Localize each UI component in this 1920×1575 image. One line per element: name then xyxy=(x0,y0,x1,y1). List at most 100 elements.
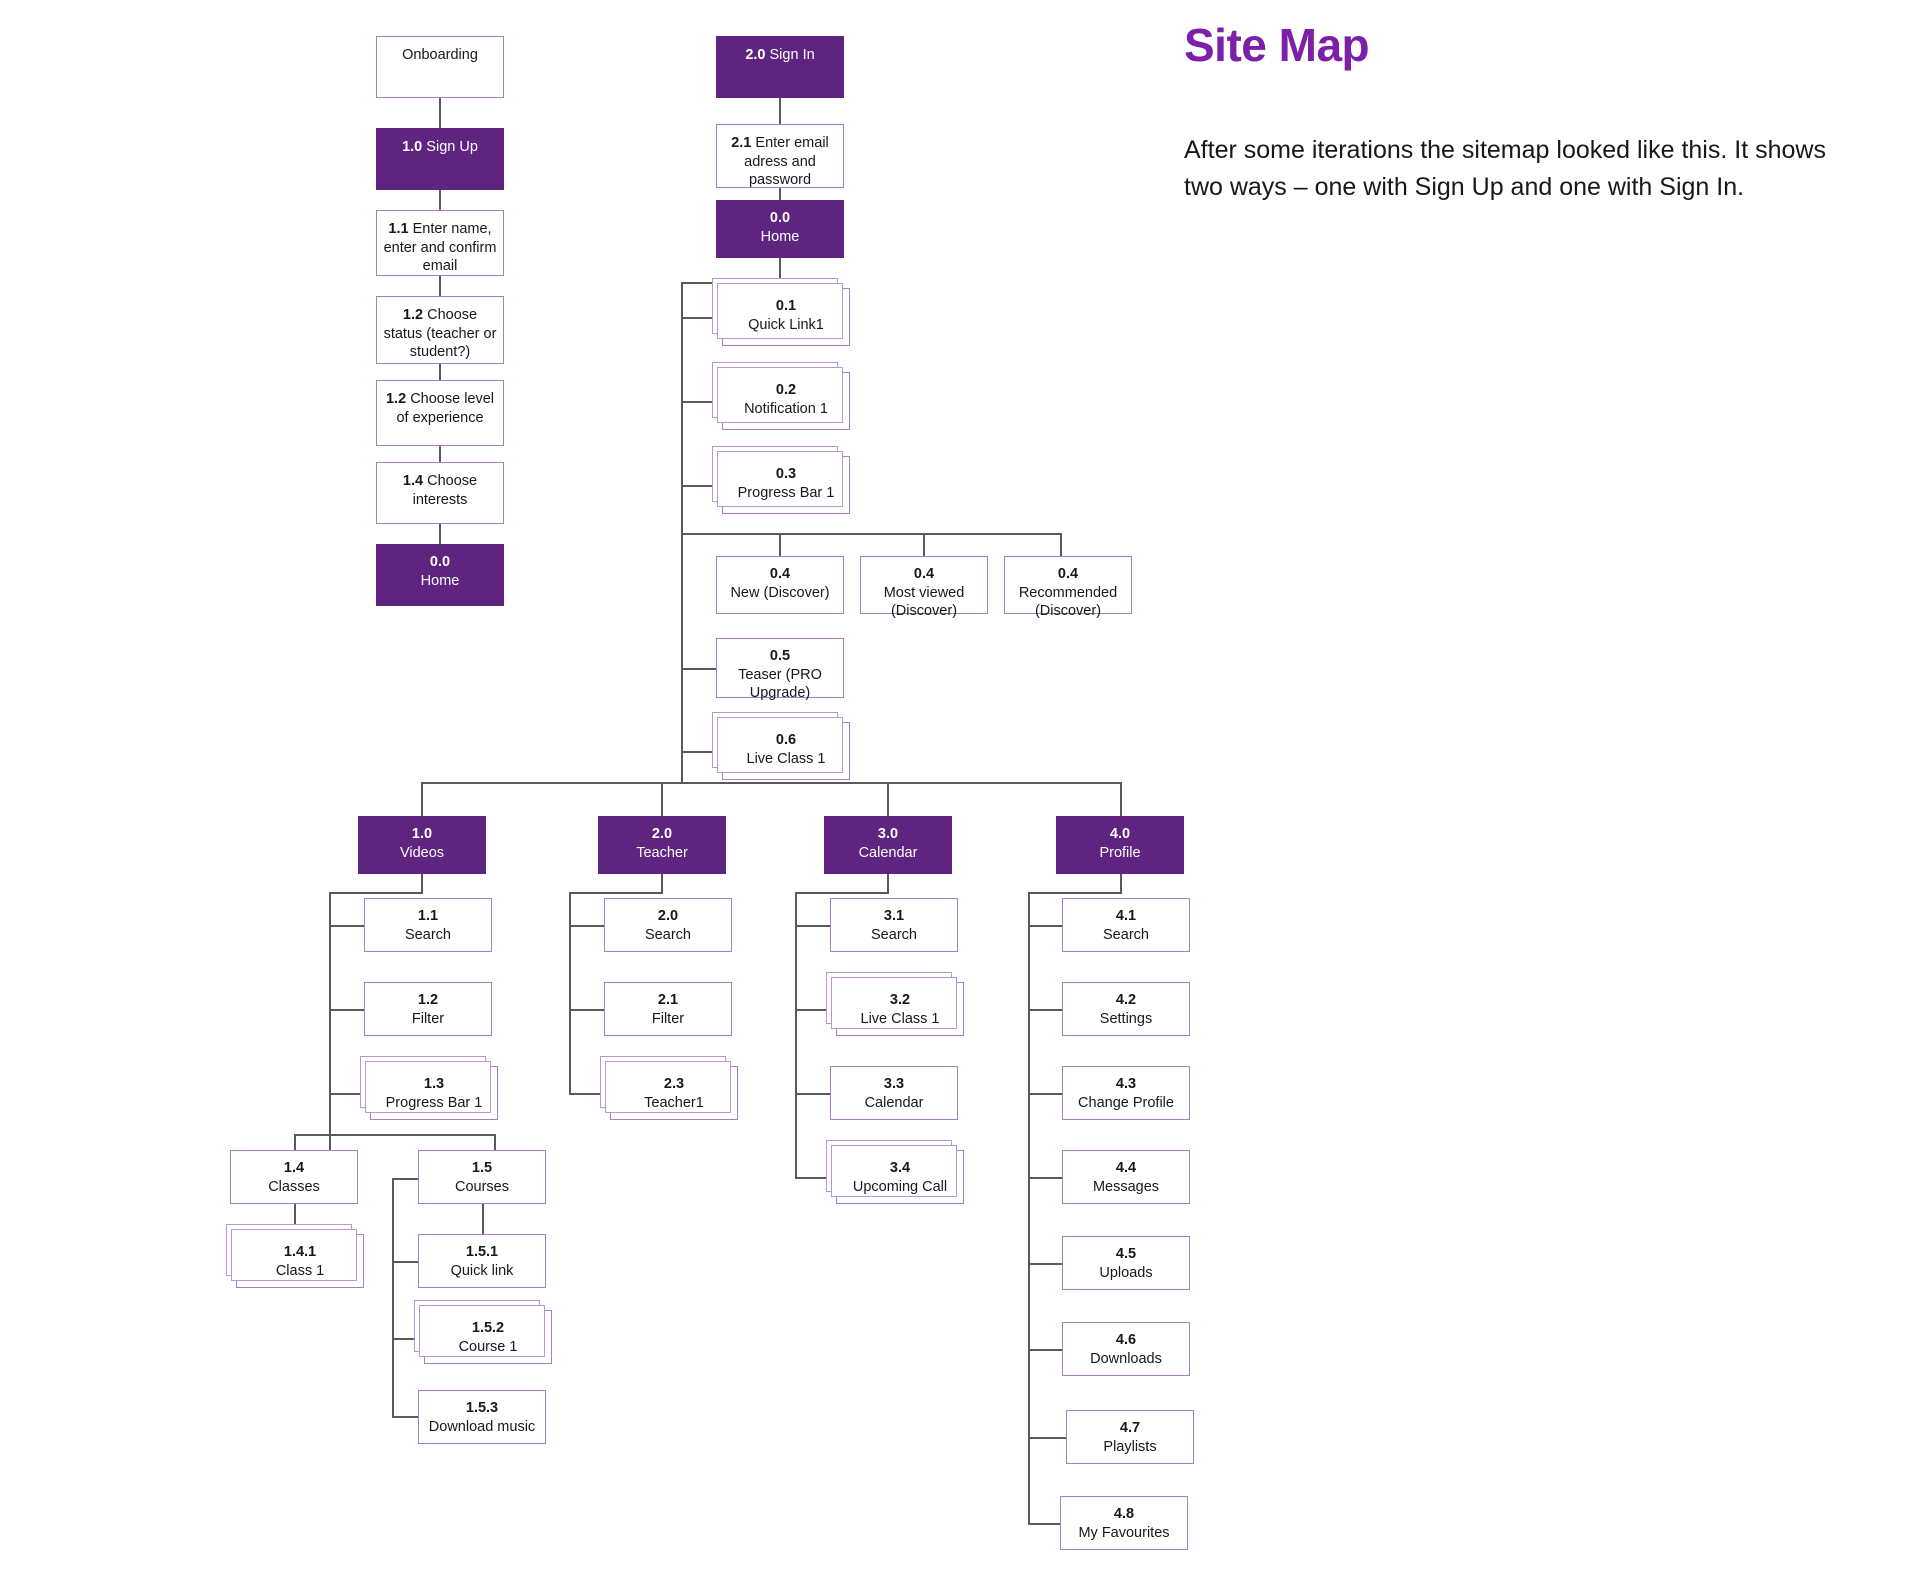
node-number: 2.3 xyxy=(663,1076,685,1092)
connector-line xyxy=(795,1093,831,1095)
connector-line xyxy=(887,874,889,894)
connector-line xyxy=(779,98,781,124)
node-number: 1.2 xyxy=(385,391,407,407)
connector-line xyxy=(1028,1009,1064,1011)
node-number: 1.3 xyxy=(423,1076,445,1092)
node-number: 3.1 xyxy=(883,908,905,924)
node-label: Downloads xyxy=(1090,1350,1162,1367)
sitemap-node-2-0[interactable]: 2.0 Sign In xyxy=(716,36,844,98)
sitemap-node-1-4[interactable]: 1.4 Choose interests xyxy=(376,462,504,524)
connector-line xyxy=(681,668,716,670)
node-label: Messages xyxy=(1092,1178,1160,1195)
node-label: Course 1 xyxy=(458,1338,518,1355)
node-number: 4.6 xyxy=(1115,1332,1137,1348)
sitemap-node-1-2b[interactable]: 1.2 Choose level of experience xyxy=(376,380,504,446)
sitemap-node-1-2a[interactable]: 1.2 Choose status (teacher or student?) xyxy=(376,296,504,364)
connector-line xyxy=(681,282,683,782)
node-number: 1.2 xyxy=(417,992,439,1008)
connector-line xyxy=(439,364,441,380)
connector-line xyxy=(795,1009,837,1011)
node-label: Search xyxy=(645,926,691,943)
connector-line xyxy=(681,317,722,319)
node-label: Progress Bar 1 xyxy=(737,484,835,501)
node-number: 3.3 xyxy=(883,1076,905,1092)
connector-line xyxy=(569,892,571,1094)
connector-line xyxy=(294,1204,296,1236)
node-label: Live Class 1 xyxy=(746,750,826,767)
node-label: Recommended (Discover) xyxy=(1018,584,1118,620)
connector-line xyxy=(779,188,781,200)
node-number: 1.5 xyxy=(471,1160,493,1176)
node-label: Filter xyxy=(411,1010,445,1027)
connector-line xyxy=(329,892,423,894)
node-number: 1.5.1 xyxy=(465,1244,499,1260)
connector-line xyxy=(1028,1437,1068,1439)
node-label: Uploads xyxy=(1099,1264,1153,1281)
node-number: 3.0 xyxy=(877,826,899,842)
connector-line xyxy=(569,1093,611,1095)
node-number: 0.1 xyxy=(775,298,797,314)
connector-line xyxy=(1060,533,1062,556)
sitemap-node-1-1[interactable]: 1.1 Enter name, enter and confirm email xyxy=(376,210,504,276)
sitemap-node-1-0[interactable]: 1.0 Sign Up xyxy=(376,128,504,190)
node-number: 1.2 xyxy=(402,307,424,323)
sitemap-node-2-1[interactable]: 2.1 Enter email adress and password xyxy=(716,124,844,188)
connector-line xyxy=(439,446,441,462)
node-number: 3.2 xyxy=(889,992,911,1008)
node-label: Teacher xyxy=(636,844,688,861)
connector-line xyxy=(1028,1349,1064,1351)
page-description: After some iterations the sitemap looked… xyxy=(1184,136,1826,201)
node-number: 4.7 xyxy=(1119,1420,1141,1436)
connector-line xyxy=(569,1009,605,1011)
node-label: New (Discover) xyxy=(730,584,830,601)
connector-line xyxy=(1028,1523,1062,1525)
connector-line xyxy=(887,782,889,816)
node-number: 4.1 xyxy=(1115,908,1137,924)
connector-line xyxy=(392,1178,420,1180)
node-label: Onboarding xyxy=(402,47,478,63)
node-number: 2.0 xyxy=(745,47,766,63)
page-title: Site Map xyxy=(1184,19,1370,71)
sitemap-node-onboarding[interactable]: Onboarding xyxy=(376,36,504,98)
connector-line xyxy=(392,1178,394,1416)
node-label: Calendar xyxy=(858,844,918,861)
